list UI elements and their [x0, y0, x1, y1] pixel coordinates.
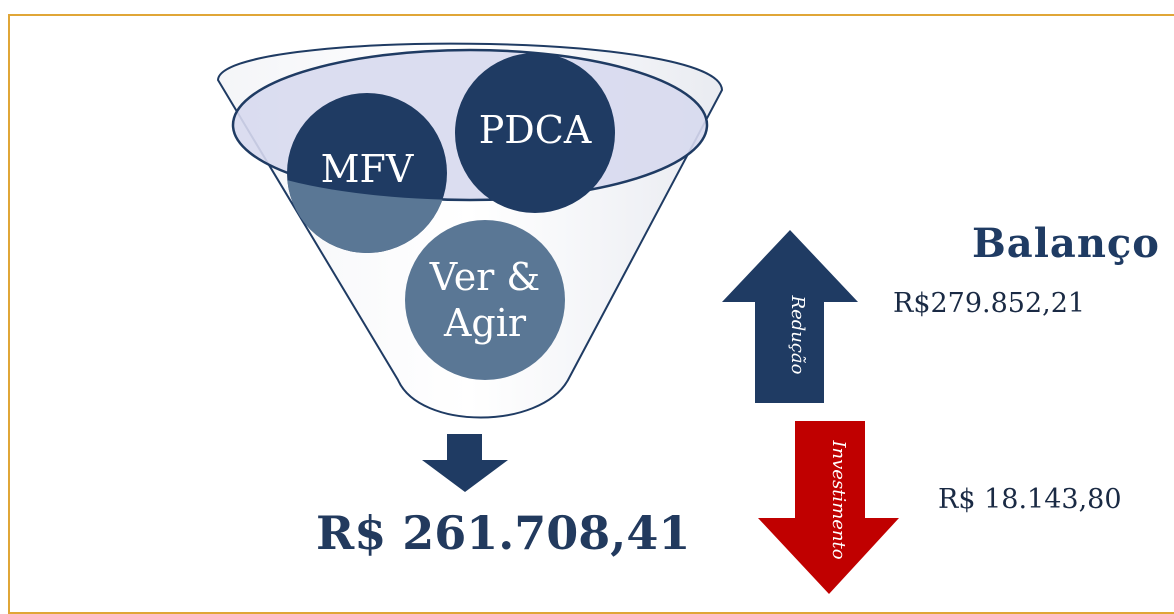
- balance-title: Balanço: [972, 220, 1160, 267]
- circle-ver-agir-label-line1: Ver &: [429, 255, 541, 299]
- diagram-canvas: MFV PDCA MFV Ver & Agir Redução Investim…: [216, 42, 899, 594]
- funnel-output-arrow: [422, 434, 508, 492]
- circle-pdca: PDCA: [455, 53, 615, 213]
- reduction-arrow-label: Redução: [787, 295, 808, 375]
- reduction-arrow-icon: [722, 230, 858, 403]
- circle-pdca-label: PDCA: [479, 108, 592, 152]
- investment-value: R$ 18.143,80: [938, 484, 1122, 515]
- circle-ver-agir: Ver & Agir: [405, 220, 565, 380]
- investment-arrow-label: Investimento: [828, 439, 849, 559]
- total-savings-value: R$ 261.708,41: [316, 506, 691, 560]
- investment-arrow-icon: [758, 421, 899, 594]
- circle-ver-agir-label-line2: Agir: [443, 301, 527, 345]
- circle-mfv-label: MFV: [321, 147, 414, 191]
- reduction-value: R$279.852,21: [893, 288, 1086, 319]
